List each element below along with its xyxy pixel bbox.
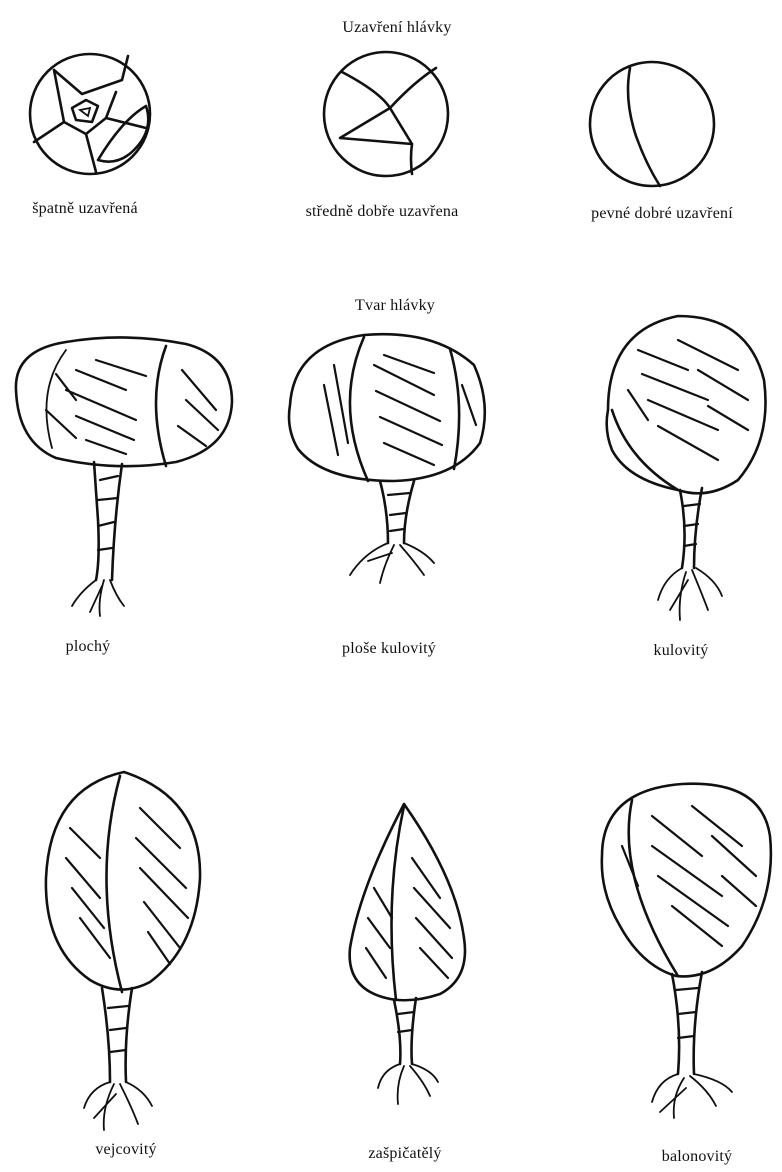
poorly-closed-head-diagram [24,50,156,180]
pointed-head-drawing [340,798,480,1108]
medium-closed-head-diagram [320,46,450,180]
shape-section-title: Tvar hlávky [355,297,435,315]
closure-section-title: Uzavření hlávky [342,19,451,37]
shape-label-flat: plochý [66,638,111,656]
shape-label-egg: vejcovitý [95,1141,156,1159]
round-head-drawing [598,310,768,626]
shape-label-pointed: zašpičatělý [368,1145,441,1163]
closure-label-poor: špatně uzavřená [32,200,138,218]
egg-head-drawing [40,768,210,1138]
closure-label-firm: pevné dobré uzavření [591,205,733,223]
balloon-head-drawing [592,776,780,1126]
shape-label-balloon: balonovitý [662,1148,732,1166]
shape-label-round: kulovitý [654,642,709,660]
shape-label-flat-round: ploše kulovitý [342,640,436,658]
flat-head-drawing [6,330,238,620]
firm-closed-head-diagram [584,60,724,192]
flat-round-head-drawing [284,325,494,585]
closure-label-medium: středně dobře uzavřena [306,203,459,221]
